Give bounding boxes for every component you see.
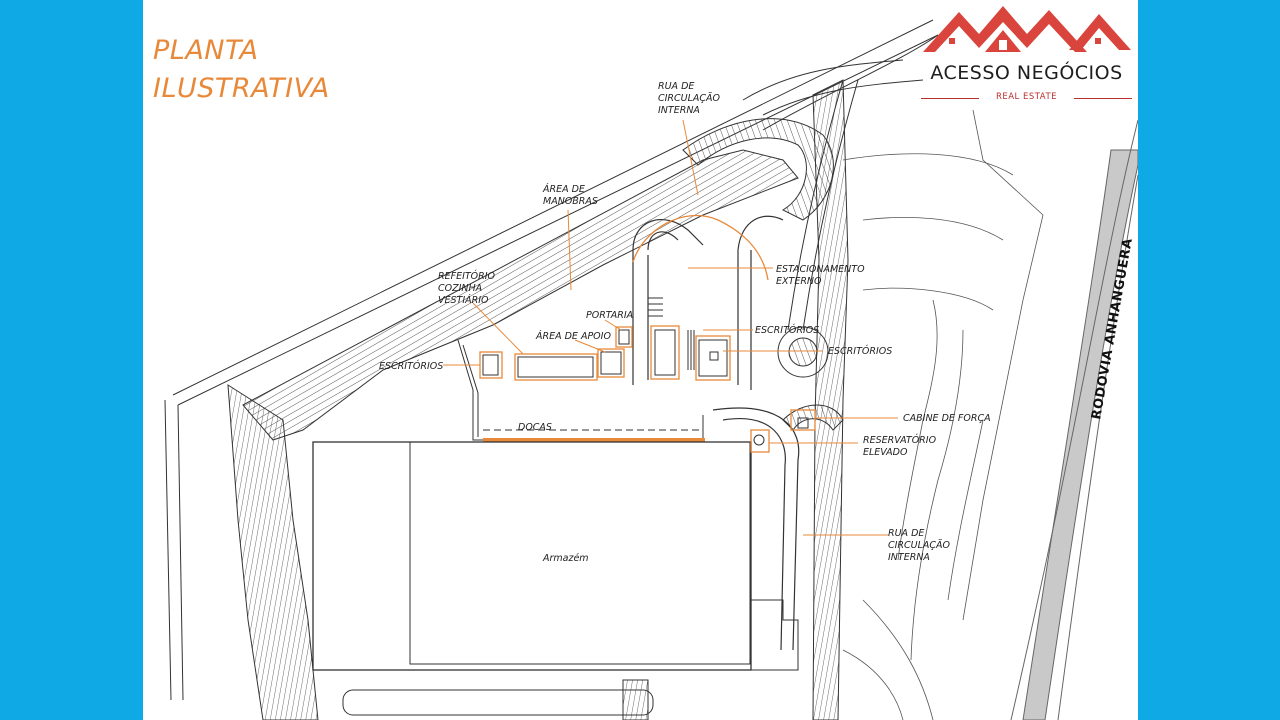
leader-lines — [443, 119, 898, 536]
service-area-outline — [457, 339, 704, 441]
escritorios-mid-building — [698, 339, 728, 377]
label-refeitorio-3: VESTIÁRIO — [438, 294, 489, 306]
label-estacionamento-2: EXTERNO — [776, 276, 822, 287]
cabine-box — [797, 417, 809, 429]
label-apoio: ÁREA DE APOIO — [535, 330, 611, 342]
logo-name: ACESSO NEGÓCIOS — [930, 62, 1123, 84]
label-rua-top-3: INTERNA — [658, 105, 700, 116]
label-rua-top-1: RUA DE — [658, 81, 694, 92]
label-docas: DOCAS — [518, 422, 552, 433]
ramp-top-curve — [682, 118, 834, 221]
label-rua-top-2: CIRCULAÇÃO — [658, 93, 721, 104]
label-rua-bottom-2: CIRCULAÇÃO — [888, 540, 951, 551]
warehouse-steps — [750, 599, 799, 671]
logo-rule-right — [1074, 98, 1132, 99]
label-escritorios-right: ESCRITÓRIOS — [828, 345, 892, 357]
label-manobras-2: MANOBRAS — [543, 196, 598, 207]
terrain-contours — [842, 109, 1044, 720]
label-reservatorio-1: RESERVATÓRIO — [863, 434, 937, 446]
logo-subtitle: REAL ESTATE — [995, 92, 1058, 102]
escritorios-left-building — [482, 354, 499, 376]
orange-highlights — [479, 214, 816, 453]
reservatorio-circle — [753, 434, 765, 446]
parking-striping — [648, 297, 695, 370]
highway — [1010, 119, 1138, 720]
warehouse-inner — [409, 441, 751, 665]
label-rua-bottom-3: INTERNA — [888, 552, 930, 563]
refeitorio-building — [517, 356, 594, 378]
logo-rule-left — [921, 98, 979, 99]
label-reservatorio-2: ELEVADO — [863, 447, 908, 458]
slope-band-top — [242, 149, 799, 441]
circulation-road — [632, 215, 800, 651]
label-rua-bottom-1: RUA DE — [888, 528, 924, 539]
docas-bar — [483, 438, 705, 442]
warehouse-outline — [312, 441, 752, 671]
label-armazem: Armazém — [542, 553, 589, 564]
plan-title-line2: ILUSTRATIVA — [153, 73, 330, 104]
site-plan-drawing: RUA DE CIRCULAÇÃO INTERNA ÁREA DE MANOBR… — [164, 19, 1138, 720]
label-refeitorio-2: COZINHA — [438, 283, 482, 294]
support-buildings — [482, 329, 809, 446]
access-road — [742, 59, 924, 331]
estacionamento-building — [654, 329, 676, 376]
house-roof-icon — [923, 6, 1131, 52]
roundabout — [777, 326, 829, 378]
label-escritorios-left: ESCRITÓRIOS — [379, 360, 443, 372]
slide-canvas: PLANTA ILUSTRATIVA — [143, 0, 1138, 720]
slope-band-left — [227, 384, 319, 720]
label-cabine: CABINE DE FORÇA — [903, 413, 991, 424]
apoio-building — [600, 351, 622, 375]
label-refeitorio-1: REFEITÓRIO — [438, 270, 496, 282]
label-portaria: PORTARIA — [586, 310, 633, 321]
plan-title: PLANTA ILUSTRATIVA — [153, 32, 330, 108]
company-logo: ACESSO NEGÓCIOS REAL ESTATE — [919, 0, 1134, 106]
label-estacionamento-1: ESTACIONAMENTO — [776, 264, 865, 275]
label-escritorios-mid: ESCRITÓRIOS — [755, 324, 819, 336]
label-manobras-1: ÁREA DE — [542, 183, 585, 195]
slope-band-right — [812, 79, 849, 720]
escritorios-mid-box — [709, 351, 719, 361]
plan-title-line1: PLANTA — [153, 35, 259, 66]
portaria-building — [618, 329, 630, 345]
bottom-parking — [342, 679, 654, 720]
